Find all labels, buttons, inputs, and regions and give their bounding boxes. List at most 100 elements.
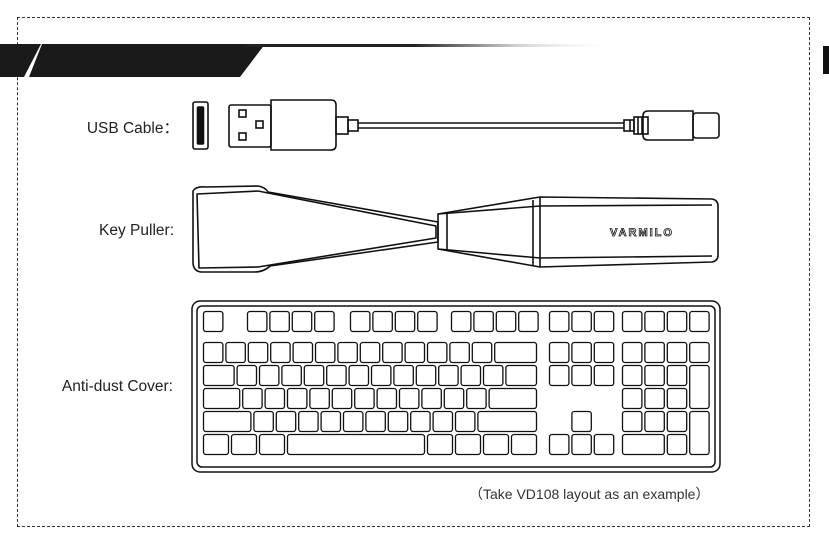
keycap xyxy=(572,343,591,363)
keycap xyxy=(400,389,419,409)
keycap xyxy=(366,412,385,432)
keycap xyxy=(461,366,480,386)
keycap xyxy=(594,435,613,455)
keycap xyxy=(405,343,424,363)
keycap xyxy=(299,412,318,432)
keycap xyxy=(456,435,481,455)
keycap xyxy=(248,312,267,332)
keycap xyxy=(237,366,256,386)
keycap xyxy=(232,435,257,455)
keycap xyxy=(489,389,536,409)
keycap xyxy=(377,389,396,409)
keycap xyxy=(623,435,665,455)
keycap xyxy=(288,389,307,409)
keycap xyxy=(594,343,613,363)
keycap xyxy=(355,389,374,409)
keycap xyxy=(452,312,471,332)
keycap xyxy=(572,312,591,332)
keycap xyxy=(276,412,295,432)
keycap xyxy=(667,312,686,332)
keycap xyxy=(349,366,368,386)
keycap xyxy=(416,366,435,386)
keycap xyxy=(456,412,475,432)
keycap xyxy=(388,412,407,432)
keycap xyxy=(550,366,569,386)
keycap xyxy=(338,343,357,363)
keycap xyxy=(265,389,284,409)
keycap xyxy=(373,312,392,332)
keycap xyxy=(292,312,311,332)
keycap xyxy=(506,366,537,386)
keycap xyxy=(310,389,329,409)
keycap xyxy=(204,343,223,363)
keycap xyxy=(496,312,515,332)
keycap xyxy=(667,435,686,455)
keycap xyxy=(472,343,491,363)
keycap xyxy=(360,343,379,363)
keycap xyxy=(572,366,591,386)
keycap xyxy=(690,366,709,409)
keycap xyxy=(316,343,335,363)
keycap xyxy=(332,389,351,409)
keycap xyxy=(645,343,664,363)
keycap xyxy=(690,343,709,363)
keycap xyxy=(383,343,402,363)
keycap xyxy=(645,366,664,386)
keycap xyxy=(572,412,591,432)
keycap xyxy=(204,412,251,432)
keycap xyxy=(645,312,664,332)
keycap xyxy=(594,312,613,332)
keycap xyxy=(478,412,537,432)
keycap xyxy=(248,343,267,363)
keycap xyxy=(271,343,290,363)
layout-caption: （Take VD108 layout as an example） xyxy=(469,484,709,504)
keycap xyxy=(439,366,458,386)
keycap xyxy=(495,343,537,363)
keycap xyxy=(467,389,486,409)
keycap xyxy=(282,366,301,386)
keycap xyxy=(204,366,235,386)
keycap xyxy=(243,389,262,409)
keycap xyxy=(623,343,642,363)
keycap xyxy=(474,312,493,332)
keycap xyxy=(327,366,346,386)
keycap xyxy=(428,435,453,455)
keycap xyxy=(690,312,709,332)
keycap xyxy=(550,312,569,332)
keycap xyxy=(512,435,537,455)
keycap xyxy=(395,312,414,332)
keycap xyxy=(433,412,452,432)
keycap xyxy=(288,435,425,455)
keycap xyxy=(667,366,686,386)
keycap xyxy=(204,312,223,332)
keycap xyxy=(411,412,430,432)
keycap xyxy=(623,366,642,386)
keycap xyxy=(484,435,509,455)
keycap xyxy=(204,389,240,409)
keycap xyxy=(550,435,569,455)
keycap xyxy=(623,312,642,332)
keycap xyxy=(645,412,664,432)
keycap xyxy=(550,343,569,363)
keycap xyxy=(260,366,279,386)
keycap xyxy=(204,435,229,455)
keycap xyxy=(315,312,334,332)
keycap xyxy=(418,312,437,332)
keycap xyxy=(623,412,642,432)
keycap xyxy=(254,412,273,432)
keycap xyxy=(645,389,664,409)
keycap xyxy=(572,435,591,455)
keycap xyxy=(450,343,469,363)
keycap xyxy=(690,412,709,455)
keycap xyxy=(484,366,503,386)
keycap xyxy=(623,389,642,409)
keycap xyxy=(428,343,447,363)
keycap xyxy=(422,389,441,409)
keycap xyxy=(394,366,413,386)
keycap xyxy=(226,343,245,363)
keycap xyxy=(594,366,613,386)
keycap xyxy=(270,312,289,332)
keycap xyxy=(260,435,285,455)
keycap xyxy=(519,312,538,332)
